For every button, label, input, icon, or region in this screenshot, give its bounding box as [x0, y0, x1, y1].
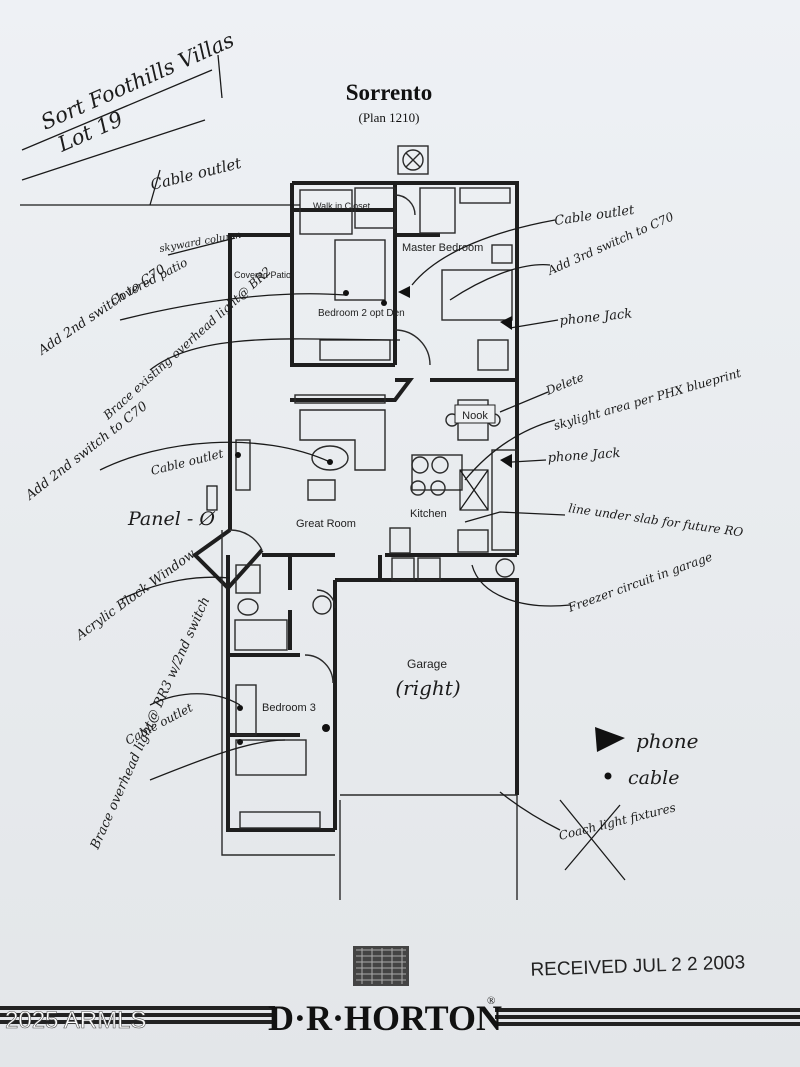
room-bedroom3: Bedroom 3: [262, 702, 316, 714]
room-labels: Walk in Closet Master Bedroom Covered Pa…: [234, 201, 496, 714]
room-master-bedroom: Master Bedroom: [402, 242, 483, 254]
lot-note-line1: Sort Foothills Villas: [37, 28, 238, 135]
cable-outlet-marker-icon: [343, 290, 349, 296]
phone-jack-marker-icon: [500, 316, 512, 330]
roof-vent-icon: [397, 145, 429, 175]
legend-phone-icon: [595, 727, 625, 752]
room-kitchen: Kitchen: [410, 508, 447, 520]
note-delete: Delete: [543, 370, 586, 398]
outlet-marks: [235, 286, 512, 745]
room-nook: Nook: [462, 410, 488, 422]
legend-phone-label: phone: [636, 729, 698, 753]
room-bedroom2: Bedroom 2 opt Den: [318, 308, 405, 319]
note-add-switch-left: Add 2nd switch to C70: [35, 262, 168, 359]
note-phone-jack-kitchen: phone Jack: [547, 446, 621, 466]
legend-cable-icon: [604, 772, 612, 780]
cable-outlet-marker-icon: [327, 459, 333, 465]
garage-hand-note: (right): [395, 676, 460, 700]
phone-jack-marker-icon: [500, 454, 512, 468]
note-phone-jack-master: phone Jack: [559, 306, 633, 329]
plan-title: Sorrento: [346, 80, 432, 105]
registered-mark: ®: [487, 995, 495, 1007]
site-lines: [221, 530, 518, 900]
cable-outlet-marker-icon: [237, 739, 243, 745]
note-freezer: Freezer circuit in garage: [565, 550, 714, 616]
cable-outlet-marker-icon: [237, 705, 243, 711]
note-acrylic-block: Acrylic Block Window: [73, 547, 199, 644]
plan-number: (Plan 1210): [358, 110, 419, 125]
footer-rules: [0, 1006, 800, 1026]
note-cable-outlet-top: Cable outlet: [149, 154, 244, 194]
watermark: 2025 ARMLS: [5, 1007, 146, 1034]
cable-outlet-marker-icon: [322, 724, 330, 732]
note-add-switch-great: Add 2nd switch to C70: [22, 399, 150, 504]
legend: phone cable: [595, 727, 698, 789]
note-panel: Panel - Ø: [127, 508, 215, 530]
phone-jack-marker-icon: [398, 286, 410, 298]
note-cable-outlet-master: Cable outlet: [553, 203, 636, 229]
note-cable-outlet-great: Cable outlet: [149, 446, 225, 478]
room-great-room: Great Room: [296, 518, 356, 530]
floor-plan-walls: [191, 181, 519, 832]
logo-emblem: [353, 946, 409, 986]
note-line-under-slab: line under slab for future RO: [568, 501, 745, 539]
legend-cable-label: cable: [628, 767, 679, 789]
note-brace-overhead: Brace overhead light@ BR3 w/2nd switch: [88, 595, 214, 853]
room-garage: Garage: [407, 657, 447, 671]
received-stamp: RECEIVED JUL 2 2 2003: [530, 952, 745, 980]
door-swings: [229, 194, 431, 684]
brand-logo: D·R·HORTON: [268, 998, 502, 1038]
lot-note: Sort Foothills Villas Lot 19: [21, 28, 238, 181]
cable-outlet-marker-icon: [381, 300, 387, 306]
room-covered-patio: Covered Patio: [234, 270, 291, 280]
room-walk-in-closet: Walk in Closet: [313, 201, 371, 211]
note-coach-light: Coach light fixtures: [557, 800, 677, 843]
fixtures: [234, 187, 518, 829]
cable-outlet-marker-icon: [235, 452, 241, 458]
